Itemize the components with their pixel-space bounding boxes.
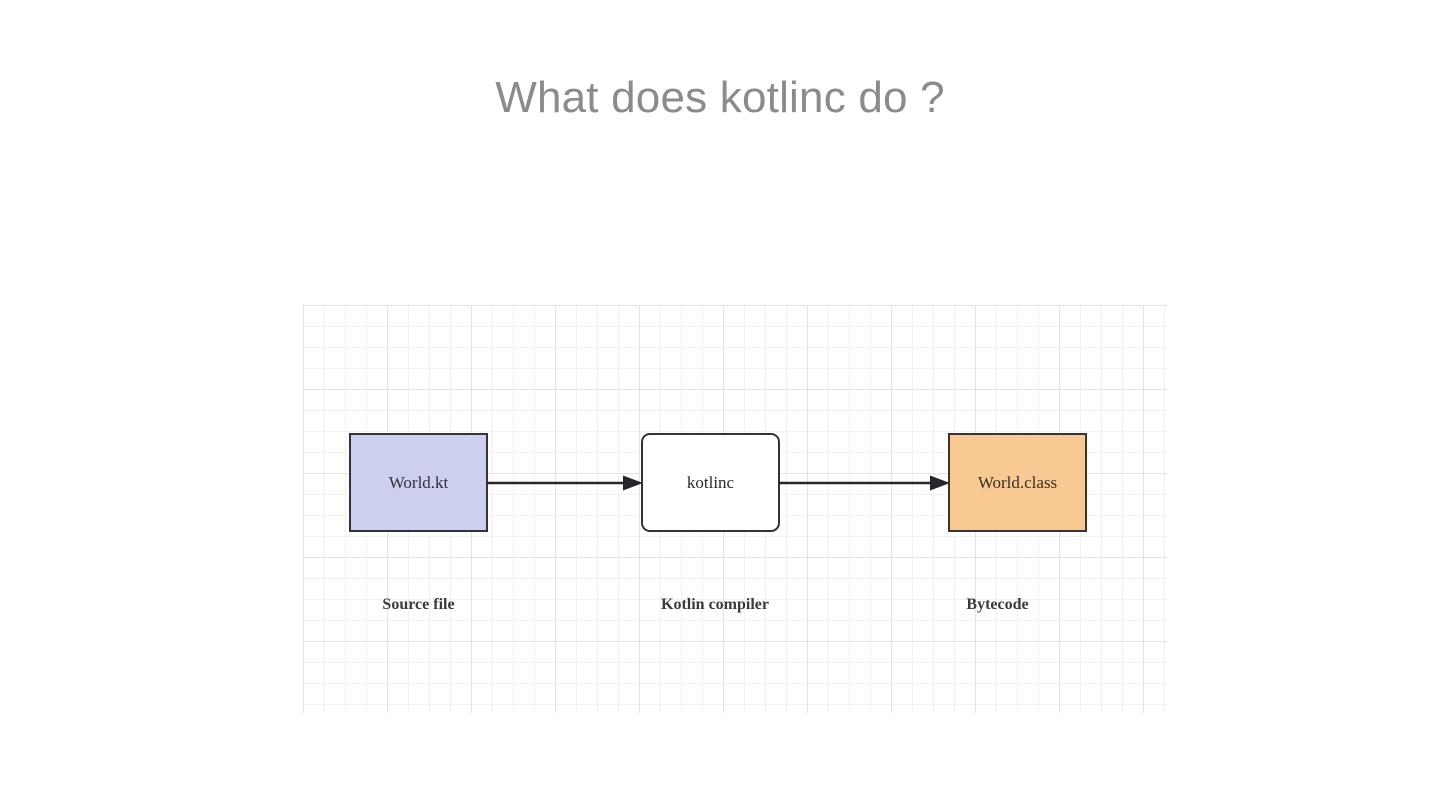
diagram-caption-source: Source file xyxy=(382,596,455,613)
diagram-node-compiler[interactable]: kotlinc xyxy=(641,433,780,532)
diagram-caption-bytecode: Bytecode xyxy=(966,596,1029,613)
diagram-canvas: World.kt kotlinc World.class Source file… xyxy=(303,305,1167,713)
diagram-node-source-label: World.kt xyxy=(388,473,449,492)
diagram-node-source[interactable]: World.kt xyxy=(349,433,488,532)
diagram-node-bytecode-label: World.class xyxy=(977,473,1058,492)
diagram-node-bytecode[interactable]: World.class xyxy=(948,433,1087,532)
diagram-edge-compiler-bytecode xyxy=(779,473,950,493)
page-title: What does kotlinc do ? xyxy=(495,73,945,122)
diagram-caption-compiler: Kotlin compiler xyxy=(661,596,769,613)
diagram-edge-source-compiler xyxy=(487,473,643,493)
diagram-node-compiler-label: kotlinc xyxy=(686,473,735,492)
